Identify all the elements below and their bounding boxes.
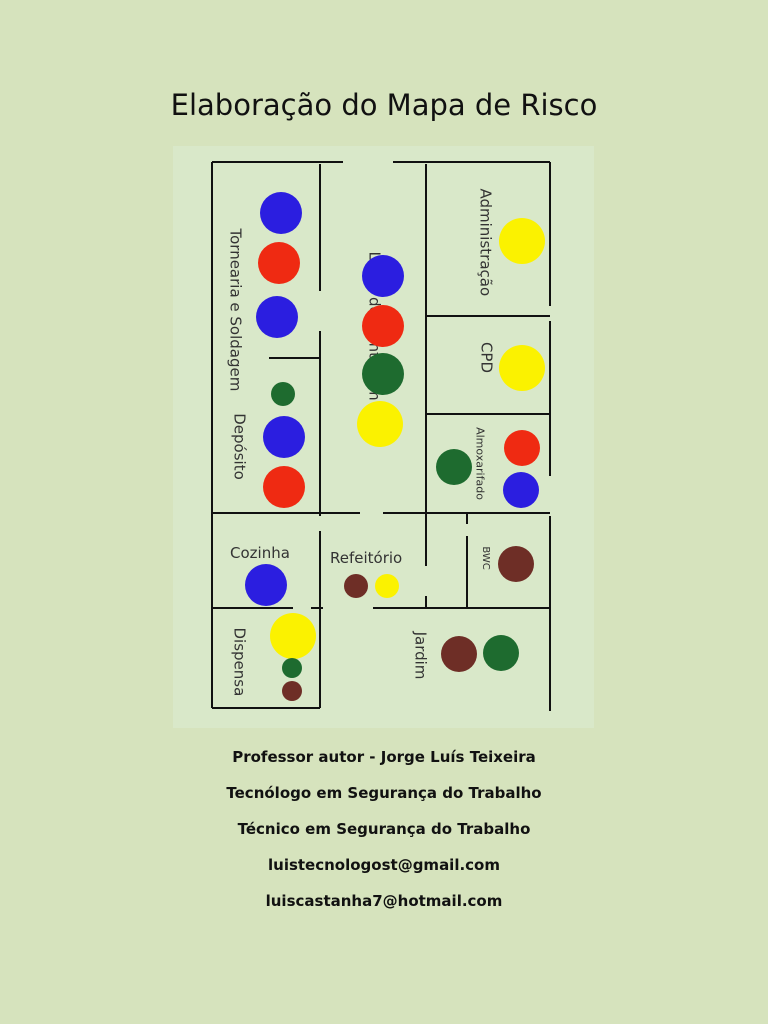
room-label-bwc: BWC <box>480 546 491 570</box>
floor-plan <box>211 161 551 711</box>
room-label-almoxarifado: Almoxarifado <box>473 427 487 500</box>
risk-map: Tornearia e Soldagem Linha de Montagem A… <box>173 146 594 728</box>
room-label-cpd: CPD <box>477 341 496 374</box>
room-label-tornearia: Tornearia e Soldagem <box>226 228 245 392</box>
room-label-linha-montagem: Linha de Montagem <box>365 251 384 401</box>
walls <box>211 161 551 711</box>
credential-line-1: Tecnólogo em Segurança do Trabalho <box>226 784 542 802</box>
room-label-refeitorio: Refeitório <box>330 549 403 567</box>
room-label-administracao: Administração <box>476 188 495 297</box>
page-title: Elaboração do Mapa de Risco <box>170 88 598 122</box>
room-label-dispensa: Dispensa <box>230 627 249 697</box>
room-label-deposito: Depósito <box>230 413 249 480</box>
room-label-jardim: Jardim <box>411 631 430 680</box>
room-label-cozinha: Cozinha <box>230 544 290 562</box>
email-1[interactable]: luistecnologost@gmail.com <box>268 856 500 874</box>
email-2[interactable]: luiscastanha7@hotmail.com <box>265 892 503 910</box>
credential-line-2: Técnico em Segurança do Trabalho <box>237 820 531 838</box>
author-line: Professor autor - Jorge Luís Teixeira <box>232 748 536 766</box>
